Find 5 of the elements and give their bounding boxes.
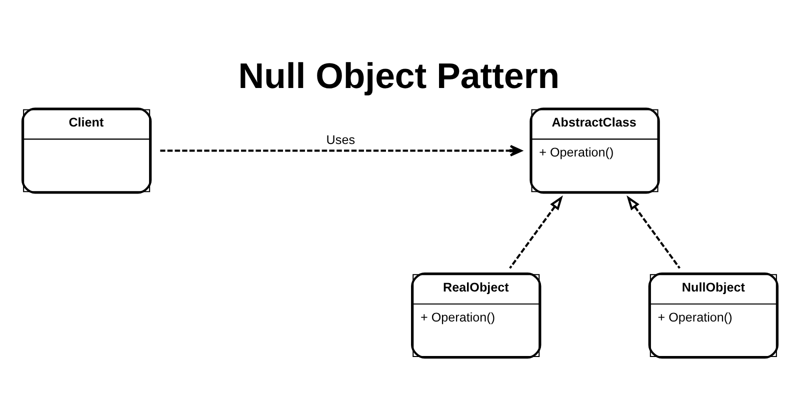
arrow <box>509 194 563 268</box>
edge-label: Uses <box>326 132 356 146</box>
arrow <box>626 194 680 268</box>
diagram-title: Null Object Pattern <box>238 55 560 96</box>
arrow <box>160 144 522 156</box>
